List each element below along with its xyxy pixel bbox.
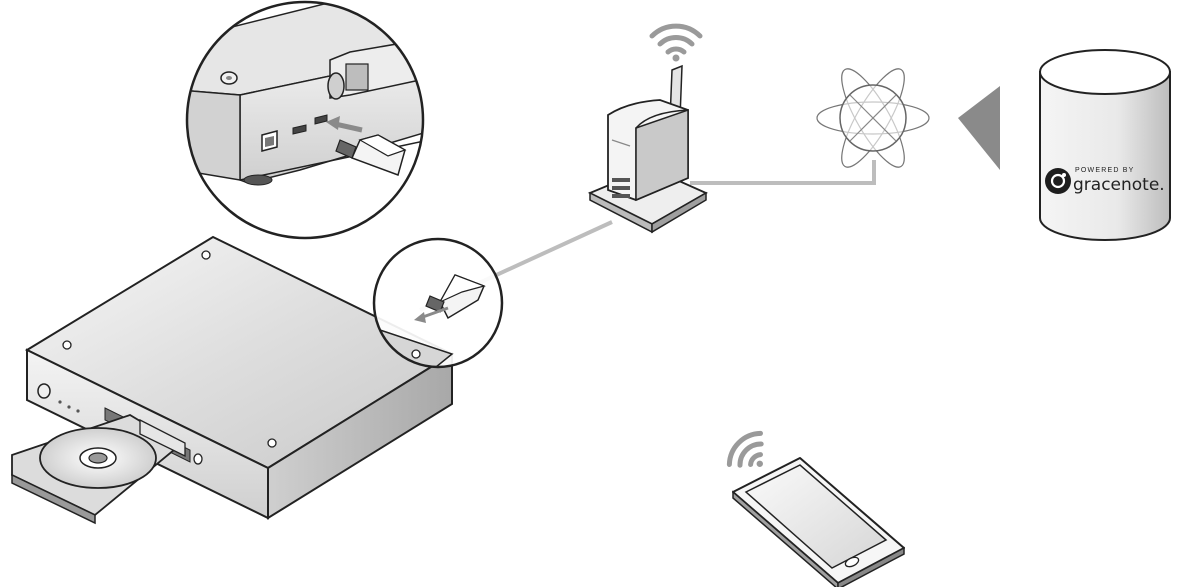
usb-wireless-adapter-icon [425, 274, 486, 320]
usb-port-icon [292, 124, 307, 135]
usb-adapter-zoom-circle [372, 237, 504, 369]
gracenote-logo-icon [1045, 168, 1071, 194]
gracenote-logo-line1: POWERED BY [1075, 167, 1134, 174]
cd-disc-icon [39, 427, 157, 489]
wifi-signal-icon [726, 430, 764, 468]
gracenote-logo: POWERED BY gracenote. [1045, 167, 1165, 195]
power-button-icon [37, 383, 51, 399]
gracenote-logo-line2: gracenote. [1073, 175, 1165, 195]
tablet-screen [744, 464, 888, 569]
wifi-signal-icon [649, 23, 703, 62]
router-to-internet-line [690, 160, 876, 185]
tablet-device-icon [732, 457, 905, 587]
internet-globe-icon [816, 68, 930, 168]
usb-port-icon [314, 114, 328, 125]
lan-port-icon [261, 130, 278, 152]
usb-wireless-adapter-icon [335, 134, 407, 176]
cd-network-player [11, 235, 455, 525]
direction-arrow-icon [958, 86, 1000, 170]
gracenote-database-icon: POWERED BY gracenote. [1039, 49, 1171, 241]
tablet-home-button-icon [844, 556, 860, 568]
rear-panel-zoom-circle [185, 0, 425, 240]
wireless-router-icon [587, 64, 708, 234]
